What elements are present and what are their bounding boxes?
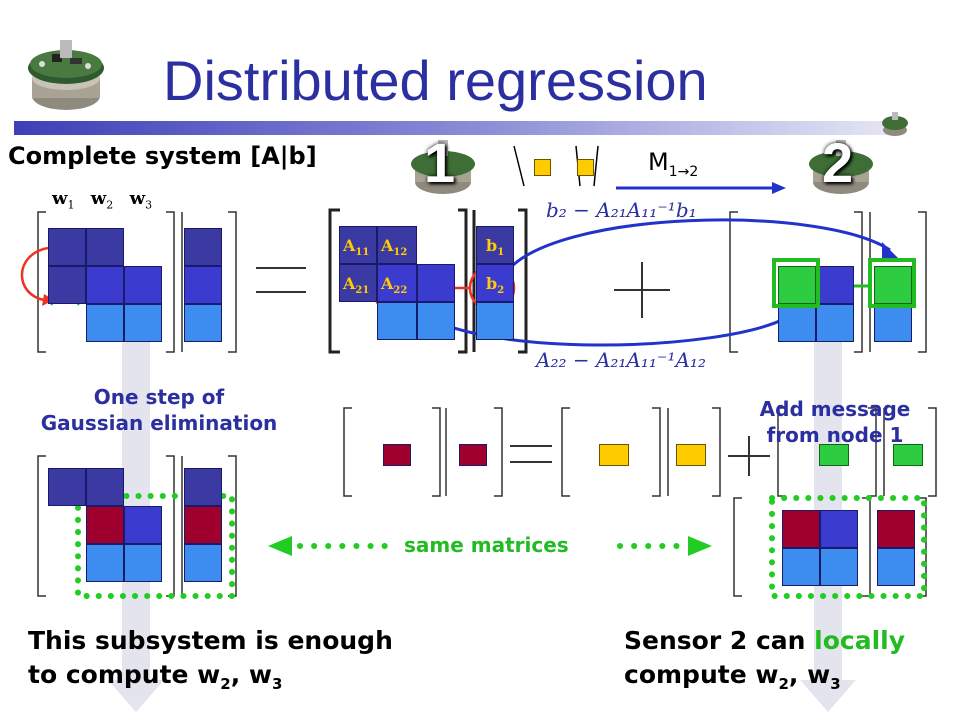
w1-label: w1 bbox=[52, 188, 75, 212]
equation-cell bbox=[383, 444, 411, 466]
matrix-cell bbox=[816, 266, 854, 304]
green-highlight-box bbox=[772, 258, 820, 308]
message-vector-cell bbox=[577, 159, 594, 176]
vector-cell bbox=[184, 506, 222, 544]
slide-title: Distributed regression bbox=[163, 49, 708, 112]
matrix-cell bbox=[86, 304, 124, 342]
message-main: M bbox=[648, 148, 669, 176]
matrix-cell bbox=[816, 304, 854, 342]
vector-cell bbox=[476, 302, 514, 340]
w3-label: w3 bbox=[129, 188, 153, 212]
matrix-cell bbox=[124, 544, 162, 582]
matrix-cell bbox=[124, 304, 162, 342]
message-label: M1→2 bbox=[648, 148, 698, 180]
matrix-cell bbox=[782, 510, 820, 548]
equation-cell bbox=[819, 444, 849, 466]
equation-cell bbox=[459, 444, 487, 466]
sensor-node-1: 1 bbox=[406, 131, 480, 198]
block-b2 bbox=[476, 264, 514, 302]
matrix-cell bbox=[48, 266, 86, 304]
same-matrices-label: same matrices bbox=[404, 533, 569, 557]
matrix-cell bbox=[86, 544, 124, 582]
block-a21 bbox=[339, 264, 377, 302]
matrix-cell bbox=[124, 266, 162, 304]
w2-label: w2 bbox=[90, 188, 114, 212]
block-a22-ext bbox=[417, 264, 455, 302]
vector-cell bbox=[874, 304, 912, 342]
matrix-cell bbox=[820, 510, 858, 548]
right-caption: Sensor 2 can locally compute w2, w3 bbox=[624, 626, 906, 693]
vector-cell bbox=[874, 266, 912, 304]
vector-cell bbox=[184, 304, 222, 342]
formula-top: b₂ − A₂₁A₁₁⁻¹b₁ bbox=[546, 198, 697, 222]
matrix-cell bbox=[86, 228, 124, 266]
block-a11 bbox=[339, 226, 377, 264]
matrix-cell bbox=[86, 468, 124, 506]
matrix-cell bbox=[86, 506, 124, 544]
message-arrow-icon bbox=[616, 182, 786, 194]
vector-cell bbox=[184, 266, 222, 304]
sensor-node-icon bbox=[411, 140, 475, 194]
message-sub: 1→2 bbox=[668, 163, 699, 180]
vector-cell bbox=[877, 548, 915, 586]
node-2-number: 2 bbox=[822, 131, 854, 194]
formula-bottom: A₂₂ − A₂₁A₁₁⁻¹A₁₂ bbox=[536, 348, 706, 372]
title-underline-bar bbox=[14, 121, 894, 135]
label-b2: b2 bbox=[486, 274, 505, 297]
gaussian-step-label: One step of Gaussian elimination bbox=[40, 385, 278, 435]
sensor-node-icon bbox=[809, 140, 873, 194]
vector-cell bbox=[877, 510, 915, 548]
label-a22: A22 bbox=[381, 274, 408, 297]
vector-cell bbox=[184, 228, 222, 266]
message-matrix-cell bbox=[534, 159, 551, 176]
matrix-cell bbox=[782, 548, 820, 586]
block-b1 bbox=[476, 226, 514, 264]
matrix-cell bbox=[377, 302, 417, 340]
label-a12: A12 bbox=[381, 236, 408, 259]
equation-cell bbox=[599, 444, 629, 466]
matrix-cell bbox=[778, 304, 816, 342]
matrix-cell bbox=[48, 228, 86, 266]
matrix-cell bbox=[48, 468, 86, 506]
equation-cell bbox=[676, 444, 706, 466]
block-a12 bbox=[377, 226, 417, 264]
label-b1: b1 bbox=[486, 236, 505, 259]
matrix-cell bbox=[778, 266, 816, 304]
matrix-cell bbox=[124, 506, 162, 544]
vector-cell bbox=[184, 544, 222, 582]
block-a22 bbox=[377, 264, 417, 302]
green-highlight-box bbox=[868, 258, 916, 308]
matrix-cell bbox=[417, 302, 455, 340]
label-a11: A11 bbox=[343, 236, 370, 259]
equation-cell bbox=[893, 444, 923, 466]
sensor-node-2: 2 bbox=[804, 131, 878, 198]
node-1-number: 1 bbox=[424, 131, 456, 194]
w-labels: w1 w2 w3 bbox=[52, 188, 152, 212]
matrix-cell bbox=[86, 266, 124, 304]
complete-system-label: Complete system [A|b] bbox=[8, 142, 317, 170]
left-caption: This subsystem is enough to compute w2, … bbox=[28, 626, 393, 693]
add-message-label: Add message from node 1 bbox=[759, 397, 911, 447]
label-a21: A21 bbox=[343, 274, 370, 297]
vector-cell bbox=[184, 468, 222, 506]
sensor-node-icon bbox=[28, 40, 104, 110]
matrix-cell bbox=[820, 548, 858, 586]
sensor-node-icon bbox=[882, 112, 908, 136]
